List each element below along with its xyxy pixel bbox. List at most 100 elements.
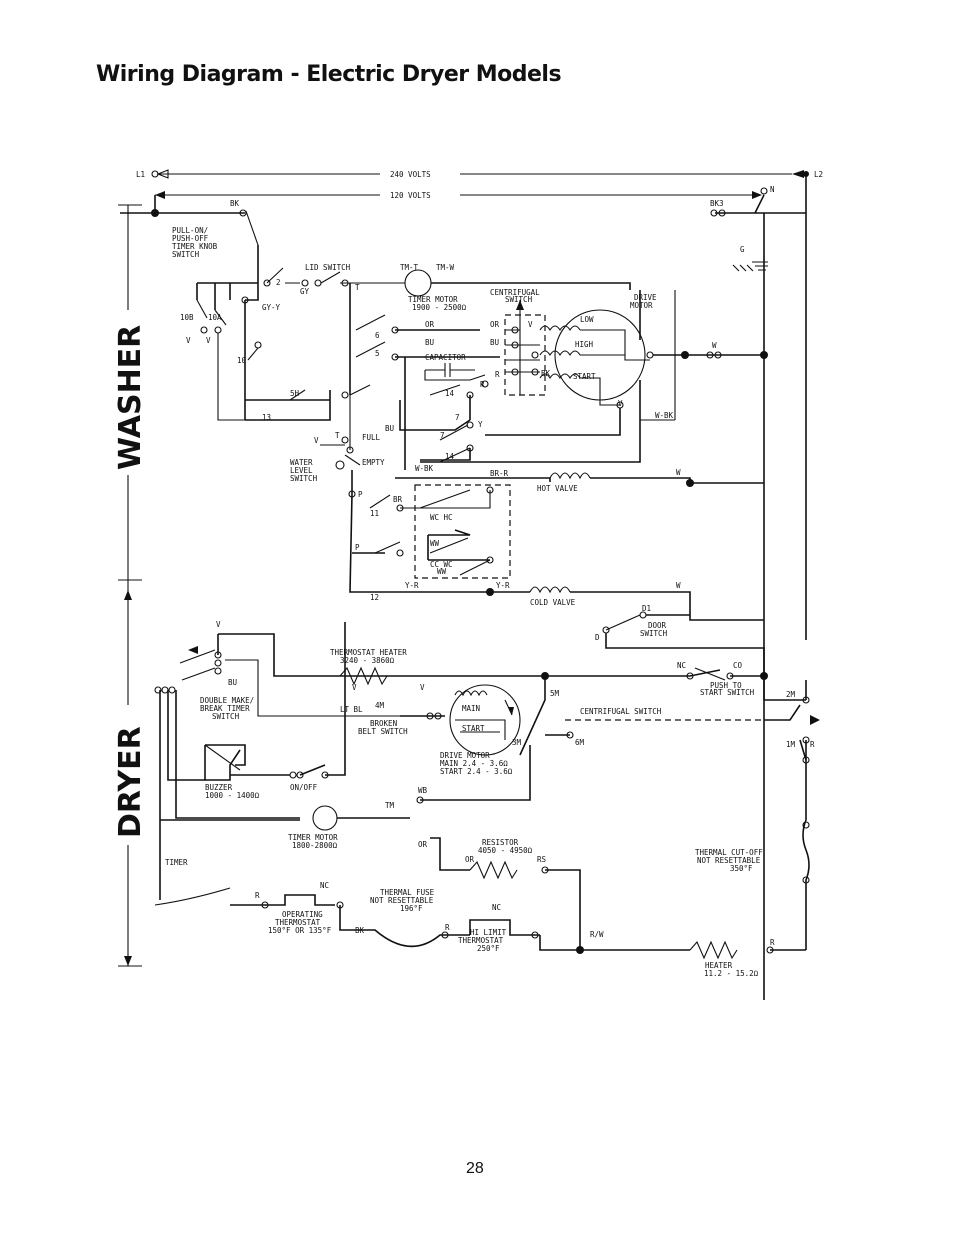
- thermal-fuse-3: 196°F: [400, 904, 423, 913]
- term-10b: 10B: [180, 313, 194, 322]
- 4m-label: 4M: [375, 701, 385, 710]
- n-label: N: [770, 185, 775, 194]
- 5m-label: 5M: [550, 689, 560, 698]
- water-level-label-3: SWITCH: [290, 474, 318, 483]
- r-label-1: R: [495, 370, 500, 379]
- d-label: D: [595, 633, 600, 642]
- r-label-d1: R: [810, 740, 815, 749]
- double-make-3: SWITCH: [212, 712, 240, 721]
- hi-limit-2: THERMOSTAT: [458, 936, 504, 945]
- v-label-d2: V: [352, 683, 357, 692]
- nc-label: NC: [677, 661, 686, 670]
- thermal-fuse-1: THERMAL FUSE: [380, 888, 435, 897]
- timer-motor-ohms: 1900 - 2500Ω: [412, 303, 467, 312]
- door-switch-label-2: SWITCH: [640, 629, 668, 638]
- v-label-d3: V: [420, 683, 425, 692]
- water-level-label-2: LEVEL: [290, 466, 313, 475]
- resistor-ohms: 4050 - 4950Ω: [478, 846, 533, 855]
- tm-label: TM: [385, 801, 395, 810]
- operating-thermostat-3: 150°F OR 135°F: [268, 926, 332, 935]
- or-label-1: OR: [425, 320, 435, 329]
- tm-w-label: TM-W: [436, 263, 455, 272]
- drive-motor-d3: START 2.4 - 3.6Ω: [440, 767, 513, 776]
- v-label-5: V: [314, 436, 319, 445]
- washer-circuit: [196, 245, 768, 621]
- push-to-start-1: PUSH TO: [710, 681, 742, 690]
- w-label-3: W: [676, 581, 681, 590]
- buzzer-ohms: 1000 - 1400Ω: [205, 791, 260, 800]
- thermostat-heater-label: THERMOSTAT HEATER: [330, 648, 407, 657]
- r-w-label: R/W: [590, 930, 604, 939]
- lid-switch-label: LID SWITCH: [305, 263, 351, 272]
- heater-label: HEATER: [705, 961, 733, 970]
- centrifugal-switch-label-1: CENTRIFUGAL: [490, 288, 540, 297]
- term-10a: 10A: [208, 313, 222, 322]
- motor-low-label: LOW: [580, 315, 594, 324]
- r-label-2: R: [480, 380, 485, 389]
- l1-label: L1: [136, 170, 145, 179]
- bu-label-3: BU: [385, 424, 394, 433]
- or-label-2: OR: [490, 320, 500, 329]
- term-13: 13: [262, 413, 271, 422]
- page-number: 28: [466, 1160, 484, 1177]
- v-label-d1: V: [216, 620, 221, 629]
- l2-label: L2: [814, 170, 823, 179]
- w-label-2: W: [676, 468, 681, 477]
- washer-section-label: WASHER: [113, 325, 148, 470]
- hot-valve-label: HOT VALVE: [537, 484, 578, 493]
- v-label-2: V: [618, 399, 623, 408]
- knob-switch-label-1: PULL-ON/: [172, 226, 208, 235]
- ww-label-2: WW: [437, 567, 447, 576]
- cc-wc-label: CC WC: [430, 560, 453, 569]
- term-7-b: 7: [440, 431, 445, 440]
- timer-label: TIMER: [165, 858, 188, 867]
- full-label: FULL: [362, 433, 381, 442]
- resistor-label: RESISTOR: [482, 838, 519, 847]
- ww-label-1: WW: [430, 539, 440, 548]
- capacitor-label: CAPACITOR: [425, 353, 466, 362]
- drive-motor-d1: DRIVE MOTOR: [440, 751, 490, 760]
- gy-label: GY: [300, 287, 310, 296]
- page-title: Wiring Diagram - Electric Dryer Models: [96, 62, 562, 87]
- drive-motor-label-2: MOTOR: [630, 301, 653, 310]
- thermal-cutoff-3: 350°F: [730, 864, 753, 873]
- nc-label-d2: NC: [492, 903, 501, 912]
- bu-label-2: BU: [490, 338, 499, 347]
- buzzer-label: BUZZER: [205, 783, 233, 792]
- term-12: 12: [370, 593, 379, 602]
- dryer-section-label: DRYER: [113, 726, 148, 838]
- knob-switch-label-4: SWITCH: [172, 250, 200, 259]
- double-make-2: BREAK TIMER: [200, 704, 250, 713]
- 2m-label: 2M: [786, 690, 796, 699]
- ground-label: G: [740, 245, 745, 254]
- t-label-1: T: [355, 283, 360, 292]
- y-r-label-1: Y-R: [405, 581, 419, 590]
- term-5: 5: [375, 349, 380, 358]
- tm-t-label: TM-T: [400, 263, 419, 272]
- bu-label-1: BU: [425, 338, 434, 347]
- operating-thermostat-2: THERMOSTAT: [275, 918, 321, 927]
- operating-thermostat-1: OPERATING: [282, 910, 323, 919]
- bk-label-d: BK: [355, 926, 365, 935]
- drive-motor-label-1: DRIVE: [634, 293, 657, 302]
- term-5h: 5H: [290, 389, 300, 398]
- main-label: MAIN: [462, 704, 480, 713]
- v-label-4: V: [206, 336, 211, 345]
- bu-label-d: BU: [228, 678, 237, 687]
- nc-label-d1: NC: [320, 881, 329, 890]
- w-label-1: W: [712, 341, 717, 350]
- double-make-1: DOUBLE MAKE/: [200, 696, 254, 705]
- thermal-cutoff-2: NOT RESETTABLE: [697, 856, 761, 865]
- gy-y-label: GY-Y: [262, 303, 281, 312]
- heater-ohms: 11.2 - 15.2Ω: [704, 969, 759, 978]
- start-label: START: [462, 724, 485, 733]
- 3m-label: 3M: [512, 738, 522, 747]
- br-label: BR: [393, 495, 403, 504]
- d1-label: D1: [642, 604, 651, 613]
- w-bk-label-2: W-BK: [415, 464, 434, 473]
- centrifugal-switch-d: CENTRIFUGAL SWITCH: [580, 707, 662, 716]
- timer-motor-d2: 1800-2800Ω: [292, 841, 338, 850]
- 6m-label: 6M: [575, 738, 585, 747]
- co-label: CO: [733, 661, 743, 670]
